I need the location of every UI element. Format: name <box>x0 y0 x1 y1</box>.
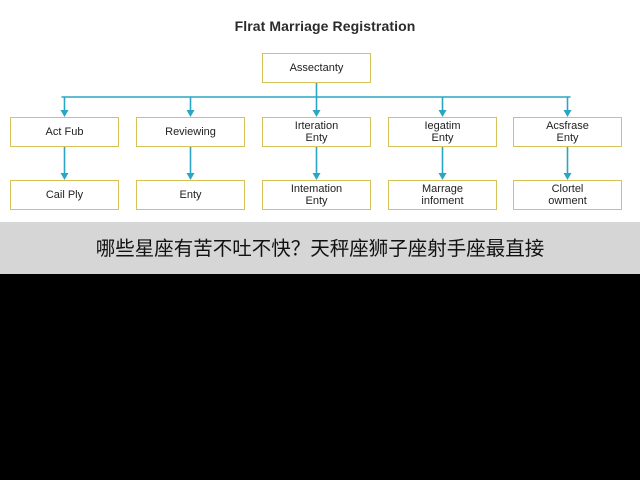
arrow-head <box>60 173 69 180</box>
blank-area <box>0 274 640 480</box>
level2-node: Marrage infoment <box>388 180 497 210</box>
diagram-title: Flrat Marriage Registration <box>234 18 416 34</box>
arrow-head <box>438 110 447 117</box>
level2-node: Intemation Enty <box>262 180 371 210</box>
level2-node: Cail Ply <box>10 180 119 210</box>
level1-node: Act Fub <box>10 117 119 147</box>
arrow-head <box>186 173 195 180</box>
level1-node: Reviewing <box>136 117 245 147</box>
level2-node: Clortel owment <box>513 180 622 210</box>
arrow-head <box>563 110 572 117</box>
arrow-head <box>438 173 447 180</box>
diagram-image: Flrat Marriage Registration Assectanty A… <box>0 0 640 222</box>
level1-node: Irteration Enty <box>262 117 371 147</box>
arrow-head <box>186 110 195 117</box>
arrow-head <box>312 173 321 180</box>
arrow-head <box>312 110 321 117</box>
connector-lines <box>60 83 572 180</box>
level1-node: Acsfrase Enty <box>513 117 622 147</box>
level2-node: Enty <box>136 180 245 210</box>
arrow-head <box>60 110 69 117</box>
caption-bar: 哪些星座有苦不吐不快？天秤座狮子座射手座最直接 <box>0 222 640 274</box>
caption-text: 哪些星座有苦不吐不快？天秤座狮子座射手座最直接 <box>95 237 545 260</box>
root-node: Assectanty <box>262 53 371 83</box>
level1-node: Iegatim Enty <box>388 117 497 147</box>
arrow-head <box>563 173 572 180</box>
